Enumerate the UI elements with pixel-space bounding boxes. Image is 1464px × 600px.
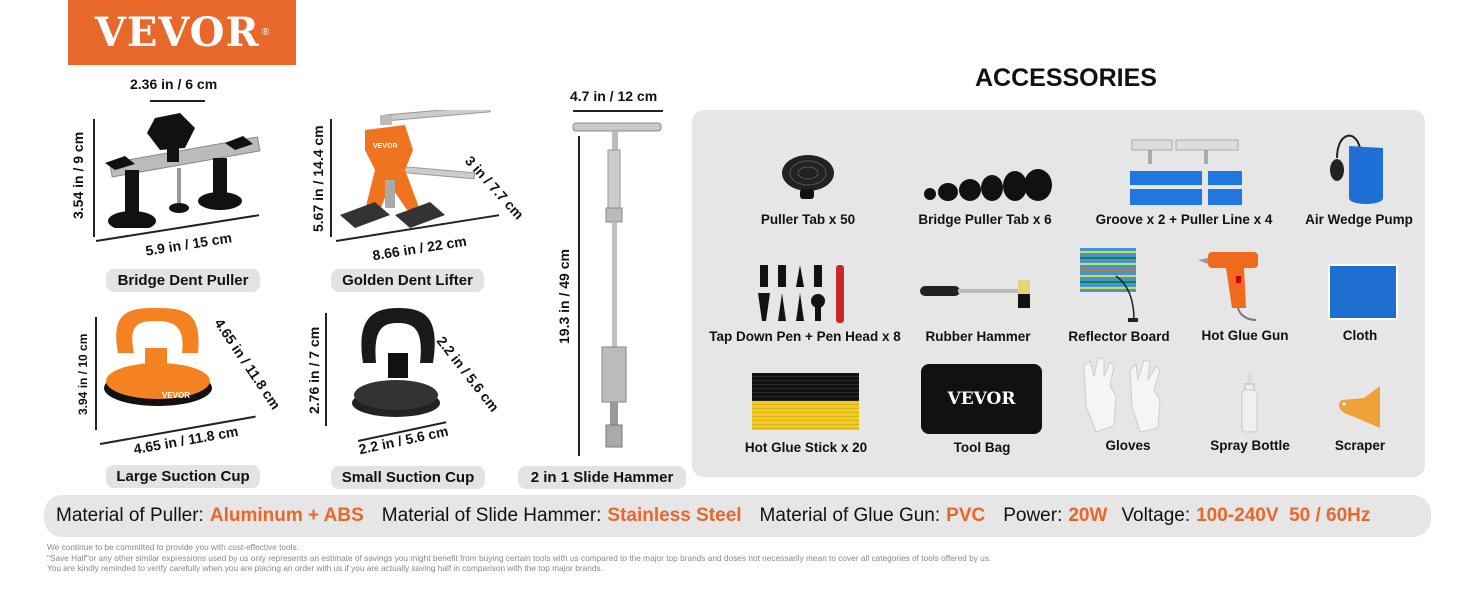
- accessory-label: Tool Bag: [953, 440, 1011, 455]
- cloth-icon: [1328, 264, 1398, 320]
- groove-icon: [1130, 139, 1242, 205]
- dim-line: [93, 119, 95, 237]
- dim-diameter: 2.2 in / 5.6 cm: [357, 422, 450, 458]
- dim-height: 3.54 in / 9 cm: [70, 131, 86, 219]
- tool-bag-icon: VEVOR: [921, 364, 1042, 434]
- reflector-board-icon: [1080, 248, 1138, 322]
- registered-mark: ®: [261, 27, 270, 38]
- accessory-label: Puller Tab x 50: [760, 212, 856, 227]
- disclaimer-line: You are kindly reminded to verify carefu…: [47, 563, 603, 573]
- accessory-label: Scraper: [1334, 438, 1386, 453]
- dim-height: 5.67 in / 14.4 cm: [310, 125, 326, 233]
- bridge-puller-tab-icon: [924, 169, 1052, 201]
- product-label: Golden Dent Lifter: [331, 269, 484, 292]
- disclaimer-line: We continue to be committed to provide y…: [47, 542, 299, 552]
- dim-diagonal: 4.65 in / 11.8 cm: [211, 315, 284, 413]
- small-suction-cup-icon: [352, 308, 440, 417]
- dim-line: [150, 100, 205, 102]
- tap-down-pen-icon: [758, 265, 844, 323]
- dim-line: [573, 110, 663, 112]
- spec-key-slide-hammer: Material of Slide Hammer:: [381, 505, 602, 526]
- accessory-label: Groove x 2 + Puller Line x 4: [1095, 212, 1273, 227]
- bridge-dent-puller-icon: [105, 113, 261, 228]
- spec-value-slide-hammer: Stainless Steel: [607, 505, 742, 526]
- dim-line: [95, 317, 97, 430]
- accessory-label: Rubber Hammer: [925, 329, 1031, 344]
- dim-line: [330, 119, 332, 237]
- product-label: 2 in 1 Slide Hammer: [518, 466, 686, 489]
- rubber-hammer-icon: [920, 280, 1030, 308]
- scraper-icon: [1338, 386, 1380, 428]
- glue-stick-icon: [752, 373, 859, 430]
- product-label: Large Suction Cup: [106, 465, 260, 488]
- spec-key-voltage: Voltage:: [1121, 505, 1191, 526]
- accessory-label: Bridge Puller Tab x 6: [918, 212, 1052, 227]
- spec-key-glue-gun: Material of Glue Gun:: [759, 505, 941, 526]
- spray-bottle-icon: [1241, 374, 1258, 433]
- logo-text: VEVOR: [94, 9, 260, 56]
- accessory-label: Gloves: [1105, 438, 1151, 453]
- svg-text:VEVOR: VEVOR: [162, 391, 190, 400]
- spec-value-glue-gun: PVC: [946, 505, 986, 526]
- dim-height: 2.76 in / 7 cm: [306, 326, 322, 414]
- spec-key-power: Power:: [1003, 505, 1063, 526]
- gloves-icon: [1083, 357, 1161, 433]
- accessory-label: Tap Down Pen + Pen Head x 8: [709, 329, 901, 344]
- spec-value-puller: Aluminum + ABS: [209, 505, 364, 526]
- dim-base-length: 5.9 in / 15 cm: [144, 229, 233, 259]
- dim-base-length: 8.66 in / 22 cm: [371, 232, 468, 264]
- golden-dent-lifter-icon: VEVOR: [340, 110, 491, 228]
- accessory-label: Air Wedge Pump: [1305, 212, 1413, 227]
- accessory-label: Spray Bottle: [1210, 438, 1290, 453]
- slide-hammer-icon: [572, 122, 662, 448]
- air-wedge-pump-icon: [1330, 134, 1383, 204]
- dim-line: [325, 313, 327, 426]
- spec-value-voltage: 100-240V 50 / 60Hz: [1196, 505, 1371, 526]
- dim-handle-width: 4.7 in / 12 cm: [570, 88, 658, 104]
- accessory-label: Hot Glue Stick x 20: [744, 440, 868, 455]
- disclaimer-line: "Save Half"or any other similar expressi…: [47, 552, 992, 563]
- accessory-label: Hot Glue Gun: [1201, 328, 1289, 343]
- spec-key-puller: Material of Puller:: [56, 505, 204, 526]
- tool-bag-brand: VEVOR: [947, 389, 1016, 409]
- accessory-label: Reflector Board: [1068, 329, 1170, 344]
- large-suction-cup-icon: VEVOR: [104, 308, 212, 406]
- dim-height: 3.94 in / 10 cm: [76, 333, 90, 415]
- spec-value-power: 20W: [1068, 505, 1108, 526]
- disclaimer: We continue to be committed to provide y…: [47, 542, 991, 574]
- dim-top-width: 2.36 in / 6 cm: [130, 76, 218, 92]
- accessories-title: ACCESSORIES: [975, 64, 1157, 92]
- puller-tab-icon: [782, 155, 834, 199]
- hot-glue-gun-icon: [1198, 252, 1258, 321]
- dim-line: [578, 136, 580, 456]
- svg-text:VEVOR: VEVOR: [373, 143, 398, 150]
- spec-bar: Material of Puller:Aluminum + ABS Materi…: [44, 495, 1431, 537]
- accessory-label: Cloth: [1342, 328, 1378, 343]
- product-label: Bridge Dent Puller: [106, 269, 260, 292]
- product-label: Small Suction Cup: [331, 466, 485, 489]
- vevor-logo: VEVOR®: [68, 0, 296, 65]
